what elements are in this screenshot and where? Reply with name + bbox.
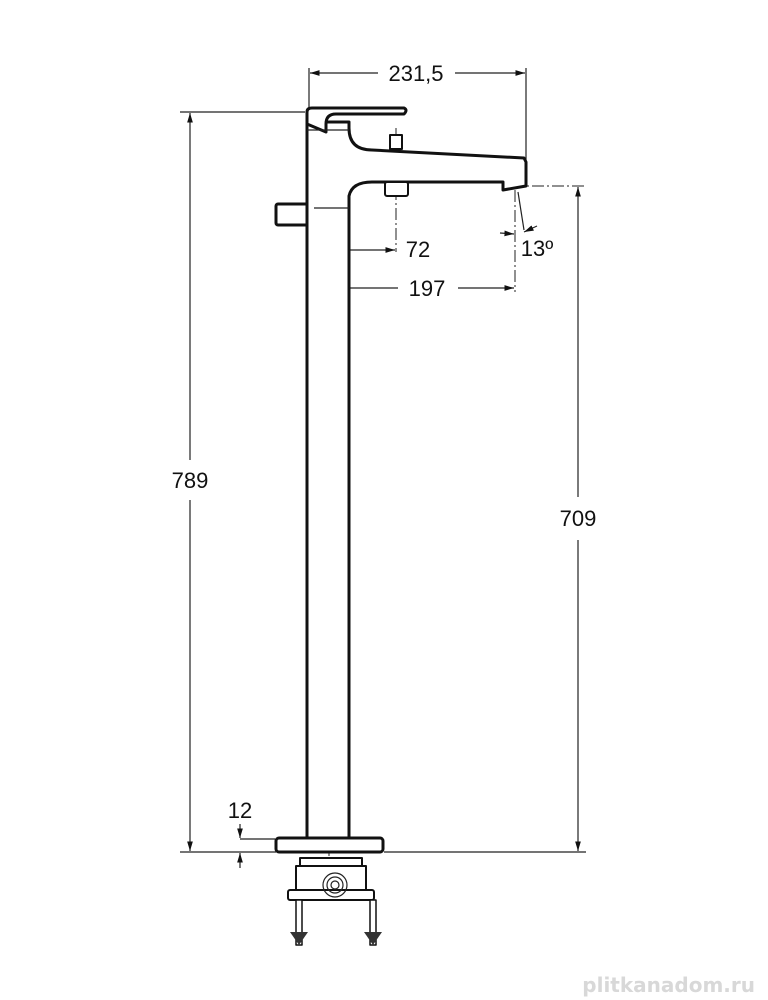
diverter-button — [389, 134, 403, 150]
faucet-body — [274, 106, 528, 854]
diverter-offset-label: 72 — [406, 237, 430, 262]
spout — [305, 120, 528, 840]
base-thickness-label: 12 — [228, 798, 252, 823]
dimension-lines — [180, 68, 586, 868]
width-dimension-label: 231,5 — [388, 61, 443, 86]
mounting-bracket — [287, 857, 382, 946]
lever-handle — [305, 106, 408, 134]
watermark: plitkanadom.ru — [582, 973, 755, 997]
total-height-label: 789 — [172, 468, 209, 493]
spout-height-label: 709 — [560, 506, 597, 531]
spout-reach-label: 197 — [409, 276, 446, 301]
base-plate — [274, 836, 385, 854]
spout-angle-label: 13º — [521, 236, 554, 261]
aerator — [384, 181, 409, 197]
